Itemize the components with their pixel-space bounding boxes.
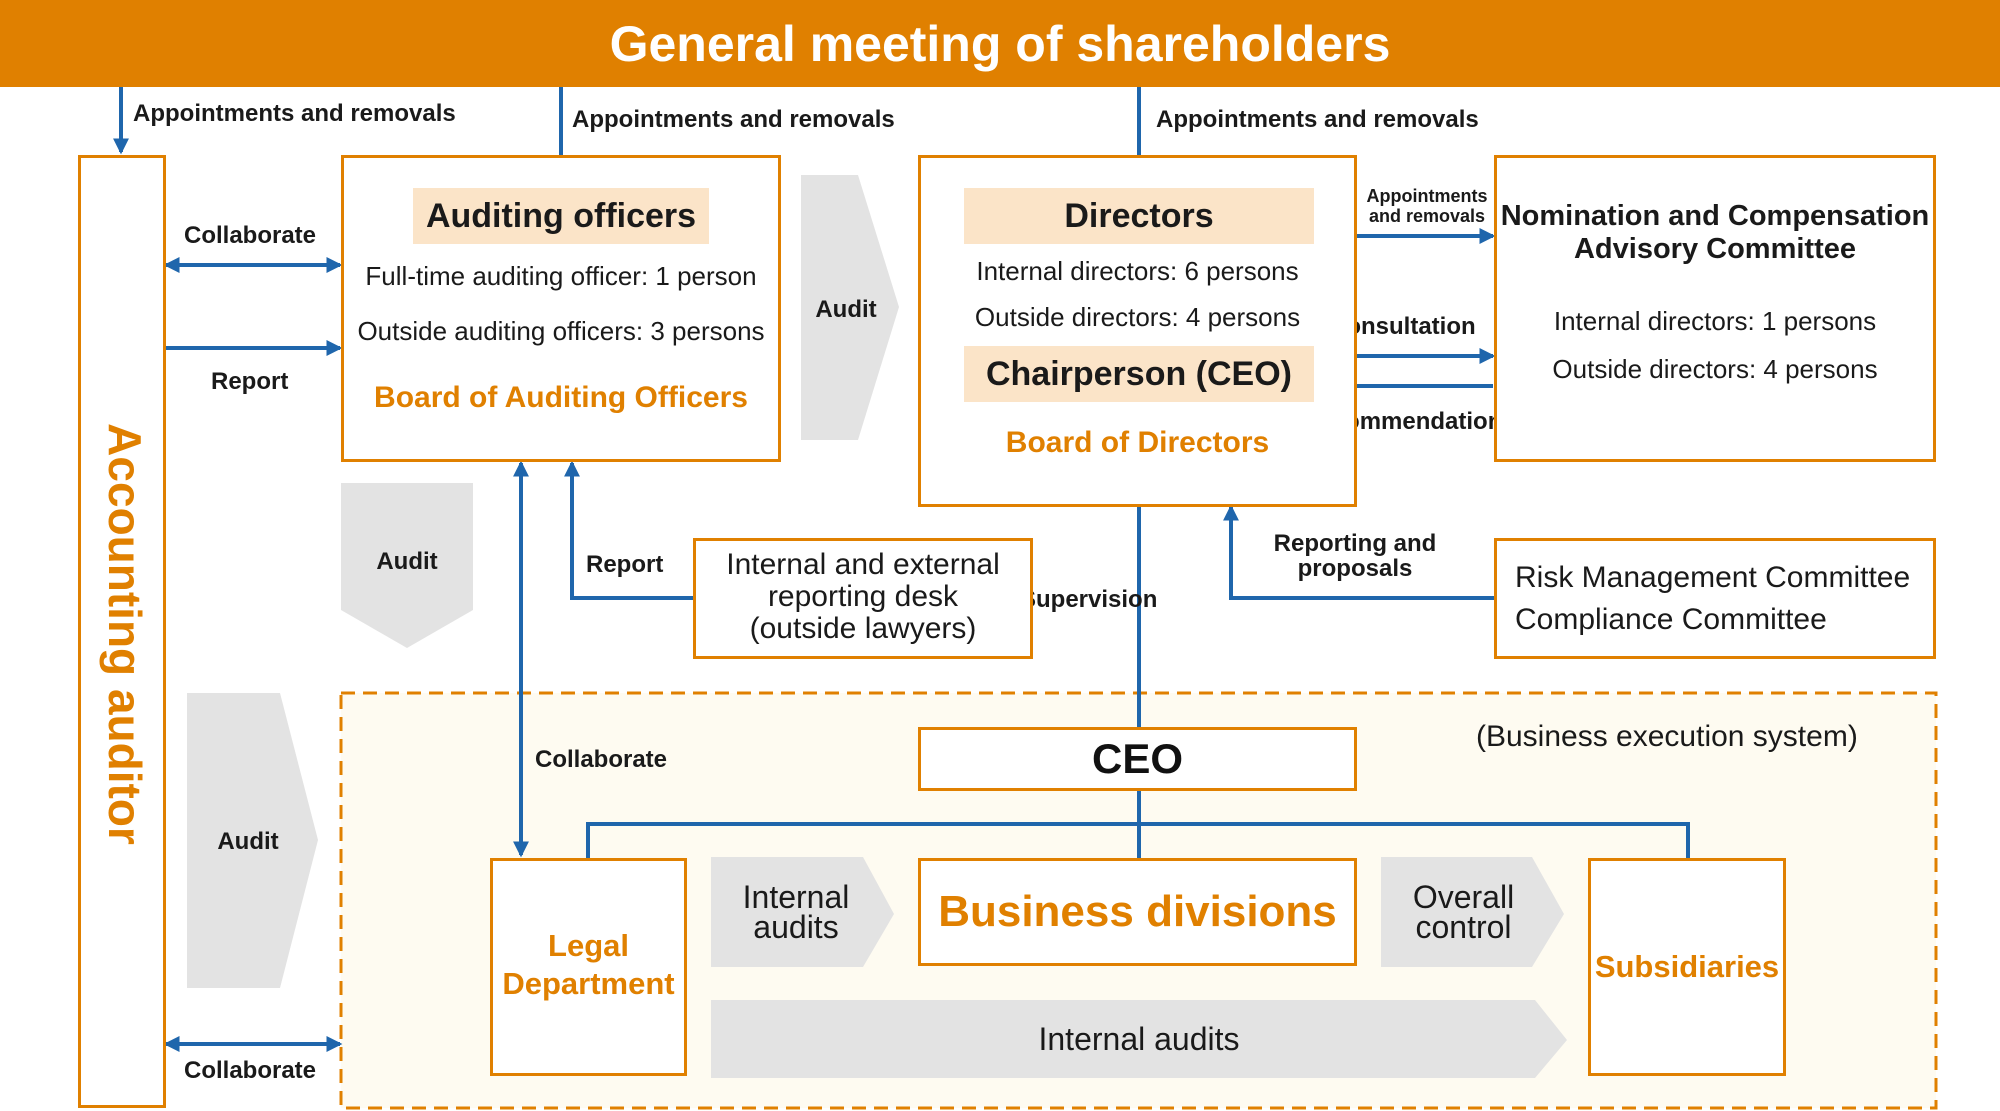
subsidiaries-box: Subsidiaries [1588,858,1786,1076]
fulltime-auditing-officer: Full-time auditing officer: 1 person [365,261,757,291]
reporting-line1: Reporting and [1273,530,1437,557]
board-of-directors: Board of Directors [1005,426,1270,459]
reporting-line2: proposals [1297,555,1413,582]
legal-line2: Department [502,966,675,1001]
collaborate-label-mid: Collaborate [535,746,668,773]
compliance-committee: Compliance Committee [1515,603,1827,636]
reporting-desk-line2: reporting desk [767,580,959,613]
appointments-small-line2: and removals [1368,206,1486,226]
internal-audits-arrow [711,857,894,967]
business-execution-label: (Business execution system) [1476,720,1858,753]
audit-arrow-top [801,175,899,440]
internal-directors: Internal directors: 6 persons [976,256,1299,286]
overall-control-line2: control [1415,909,1512,945]
audit-arrow-left [187,693,318,988]
reporting-desk-text: Internal and external reporting desk (ou… [696,549,1030,645]
directors-title: Directors [964,188,1314,244]
legal-department-label: Legal Department [493,927,684,1003]
directors-box: Directors Internal directors: 6 persons … [918,155,1357,507]
internal-audits-bar-label: Internal audits [1038,1021,1240,1057]
report-label-desk: Report [586,551,664,578]
collaborate-label-top: Collaborate [184,222,317,249]
outside-auditing-officers: Outside auditing officers: 3 persons [357,316,765,346]
reporting-desk-line1: Internal and external [726,548,1000,581]
appointments-label-mid: Appointments and removals [572,106,895,133]
appointments-label-left: Appointments and removals [133,100,456,127]
appointments-small-line1: Appointments [1366,186,1488,206]
supervision-label: Supervision [1020,586,1158,613]
collaborate-label-bottom: Collaborate [184,1057,317,1084]
report-desk-arrow [564,460,693,600]
accounting-auditor-box: Accounting auditor [78,155,166,1108]
risk-compliance-text: Risk Management Committee Compliance Com… [1515,557,1910,641]
legal-line1: Legal [548,928,629,963]
nomination-title-line1: Nomination and Compensation [1500,200,1930,232]
reporting-desk-box: Internal and external reporting desk (ou… [693,538,1033,659]
auditing-officers-box: Auditing officers Full-time auditing off… [341,155,781,462]
audit-label-mid: Audit [376,548,438,575]
internal-audits-line2: audits [753,909,839,945]
ceo-label: CEO [1091,735,1183,782]
internal-audits-line1: Internal [742,879,850,915]
business-divisions-label: Business divisions [938,887,1337,936]
overall-control-line1: Overall [1412,879,1515,915]
auditing-officers-title: Auditing officers [413,188,709,244]
nomination-committee-box: Nomination and Compensation Advisory Com… [1494,155,1936,462]
audit-label-top: Audit [815,296,877,323]
appointments-label-small: Appointments and removals [1362,186,1492,226]
business-divisions-box: Business divisions [918,858,1357,966]
outside-directors: Outside directors: 4 persons [974,302,1301,332]
accounting-auditor-title: Accounting auditor [99,423,151,845]
committee-internal-directors: Internal directors: 1 persons [1553,306,1877,336]
subsidiaries-label: Subsidiaries [1594,949,1780,984]
risk-compliance-box: Risk Management Committee Compliance Com… [1494,538,1936,659]
overall-control-label: Overall control [1381,879,1546,945]
ceo-branch-line [586,822,1690,858]
ceo-box: CEO [918,727,1357,791]
shareholders-title: General meeting of shareholders [609,15,1391,72]
reporting-desk-line3: (outside lawyers) [749,612,977,645]
reporting-proposals-label: Reporting and proposals [1255,531,1455,581]
committee-outside-directors: Outside directors: 4 persons [1552,354,1878,384]
audit-arrow-mid [341,483,473,648]
shareholders-header: General meeting of shareholders [0,0,2000,87]
nomination-committee-title: Nomination and Compensation Advisory Com… [1497,200,1933,266]
internal-audits-label: Internal audits [711,879,881,945]
nomination-title-line2: Advisory Committee [1573,233,1856,265]
report-label-left: Report [211,368,289,395]
internal-audits-bar-arrow [711,1000,1567,1078]
audit-label-left: Audit [217,828,279,855]
overall-control-arrow [1381,857,1564,967]
board-of-auditing-officers: Board of Auditing Officers [374,381,748,414]
legal-department-box: Legal Department [490,858,687,1076]
appointments-label-right: Appointments and removals [1156,106,1479,133]
reporting-proposals-arrow [1223,504,1494,600]
risk-management-committee: Risk Management Committee [1515,561,1911,594]
chairperson-ceo: Chairperson (CEO) [964,346,1314,402]
